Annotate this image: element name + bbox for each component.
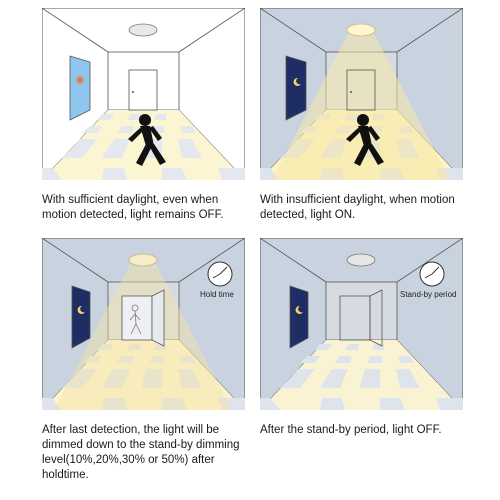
- window-night: [285, 55, 307, 121]
- ceiling-light-icon: [346, 23, 376, 37]
- open-door: [369, 289, 383, 347]
- clock-icon: [419, 261, 445, 287]
- moon-icon: [295, 305, 303, 314]
- ceiling-light-icon: [128, 253, 158, 267]
- window-daylight: [69, 55, 91, 121]
- caption-3: After last detection, the light will be …: [42, 424, 240, 481]
- caption-2: With insufficient daylight, when motion …: [260, 194, 455, 221]
- open-door: [151, 289, 165, 347]
- door: [128, 69, 158, 111]
- ceiling-light-icon: [128, 23, 158, 37]
- window-night: [71, 285, 91, 349]
- moon-icon: [77, 305, 85, 314]
- walking-person-icon: [346, 114, 384, 166]
- checkered-floor: [42, 340, 245, 410]
- caption-4: After the stand-by period, light OFF.: [260, 424, 442, 436]
- ceiling-light-icon: [346, 253, 376, 267]
- window-night: [289, 285, 309, 349]
- light-beam: [272, 34, 450, 180]
- panel-hold-time-dim: Hold time: [42, 238, 245, 410]
- clock-label: Hold time: [200, 290, 234, 299]
- door: [346, 69, 376, 111]
- walking-person-icon: [129, 304, 142, 335]
- caption-1: With sufficient daylight, even when moti…: [42, 194, 224, 221]
- sun-icon: [76, 76, 84, 84]
- room-illustration-2: [260, 8, 463, 180]
- clock-icon: [207, 261, 233, 287]
- moon-icon: [293, 77, 301, 86]
- room-illustration-3: Hold time: [42, 238, 245, 410]
- panel-standby-off: Stand-by period: [260, 238, 463, 410]
- door-frame: [121, 295, 153, 341]
- panel-daylight-off: [42, 8, 245, 180]
- clock-label: Stand-by period: [400, 290, 456, 299]
- panel-night-on: [260, 8, 463, 180]
- room-illustration-4: Stand-by period: [260, 238, 463, 410]
- room-illustration-1: [42, 8, 245, 180]
- walking-person-icon: [128, 114, 166, 166]
- checkered-floor: [260, 340, 463, 410]
